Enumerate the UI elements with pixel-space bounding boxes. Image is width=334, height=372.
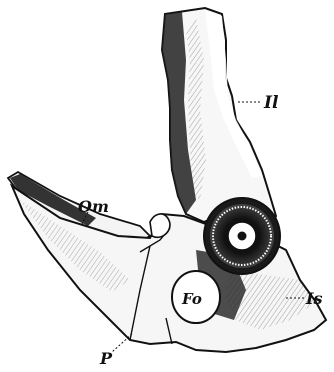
pubis-label-text: P	[99, 349, 113, 368]
ilium-bone	[162, 8, 276, 232]
foramen-label-text: Fo	[181, 290, 202, 308]
label-pubis: P	[99, 334, 132, 368]
ilium-label-text: Il	[263, 93, 279, 113]
ischium-label-text: Is	[305, 289, 323, 308]
label-foramen: Fo	[181, 290, 202, 308]
acetabulum-socket	[204, 198, 280, 274]
label-ilium: Il	[238, 93, 279, 113]
os-marsupium-label-text: Om	[78, 197, 109, 216]
